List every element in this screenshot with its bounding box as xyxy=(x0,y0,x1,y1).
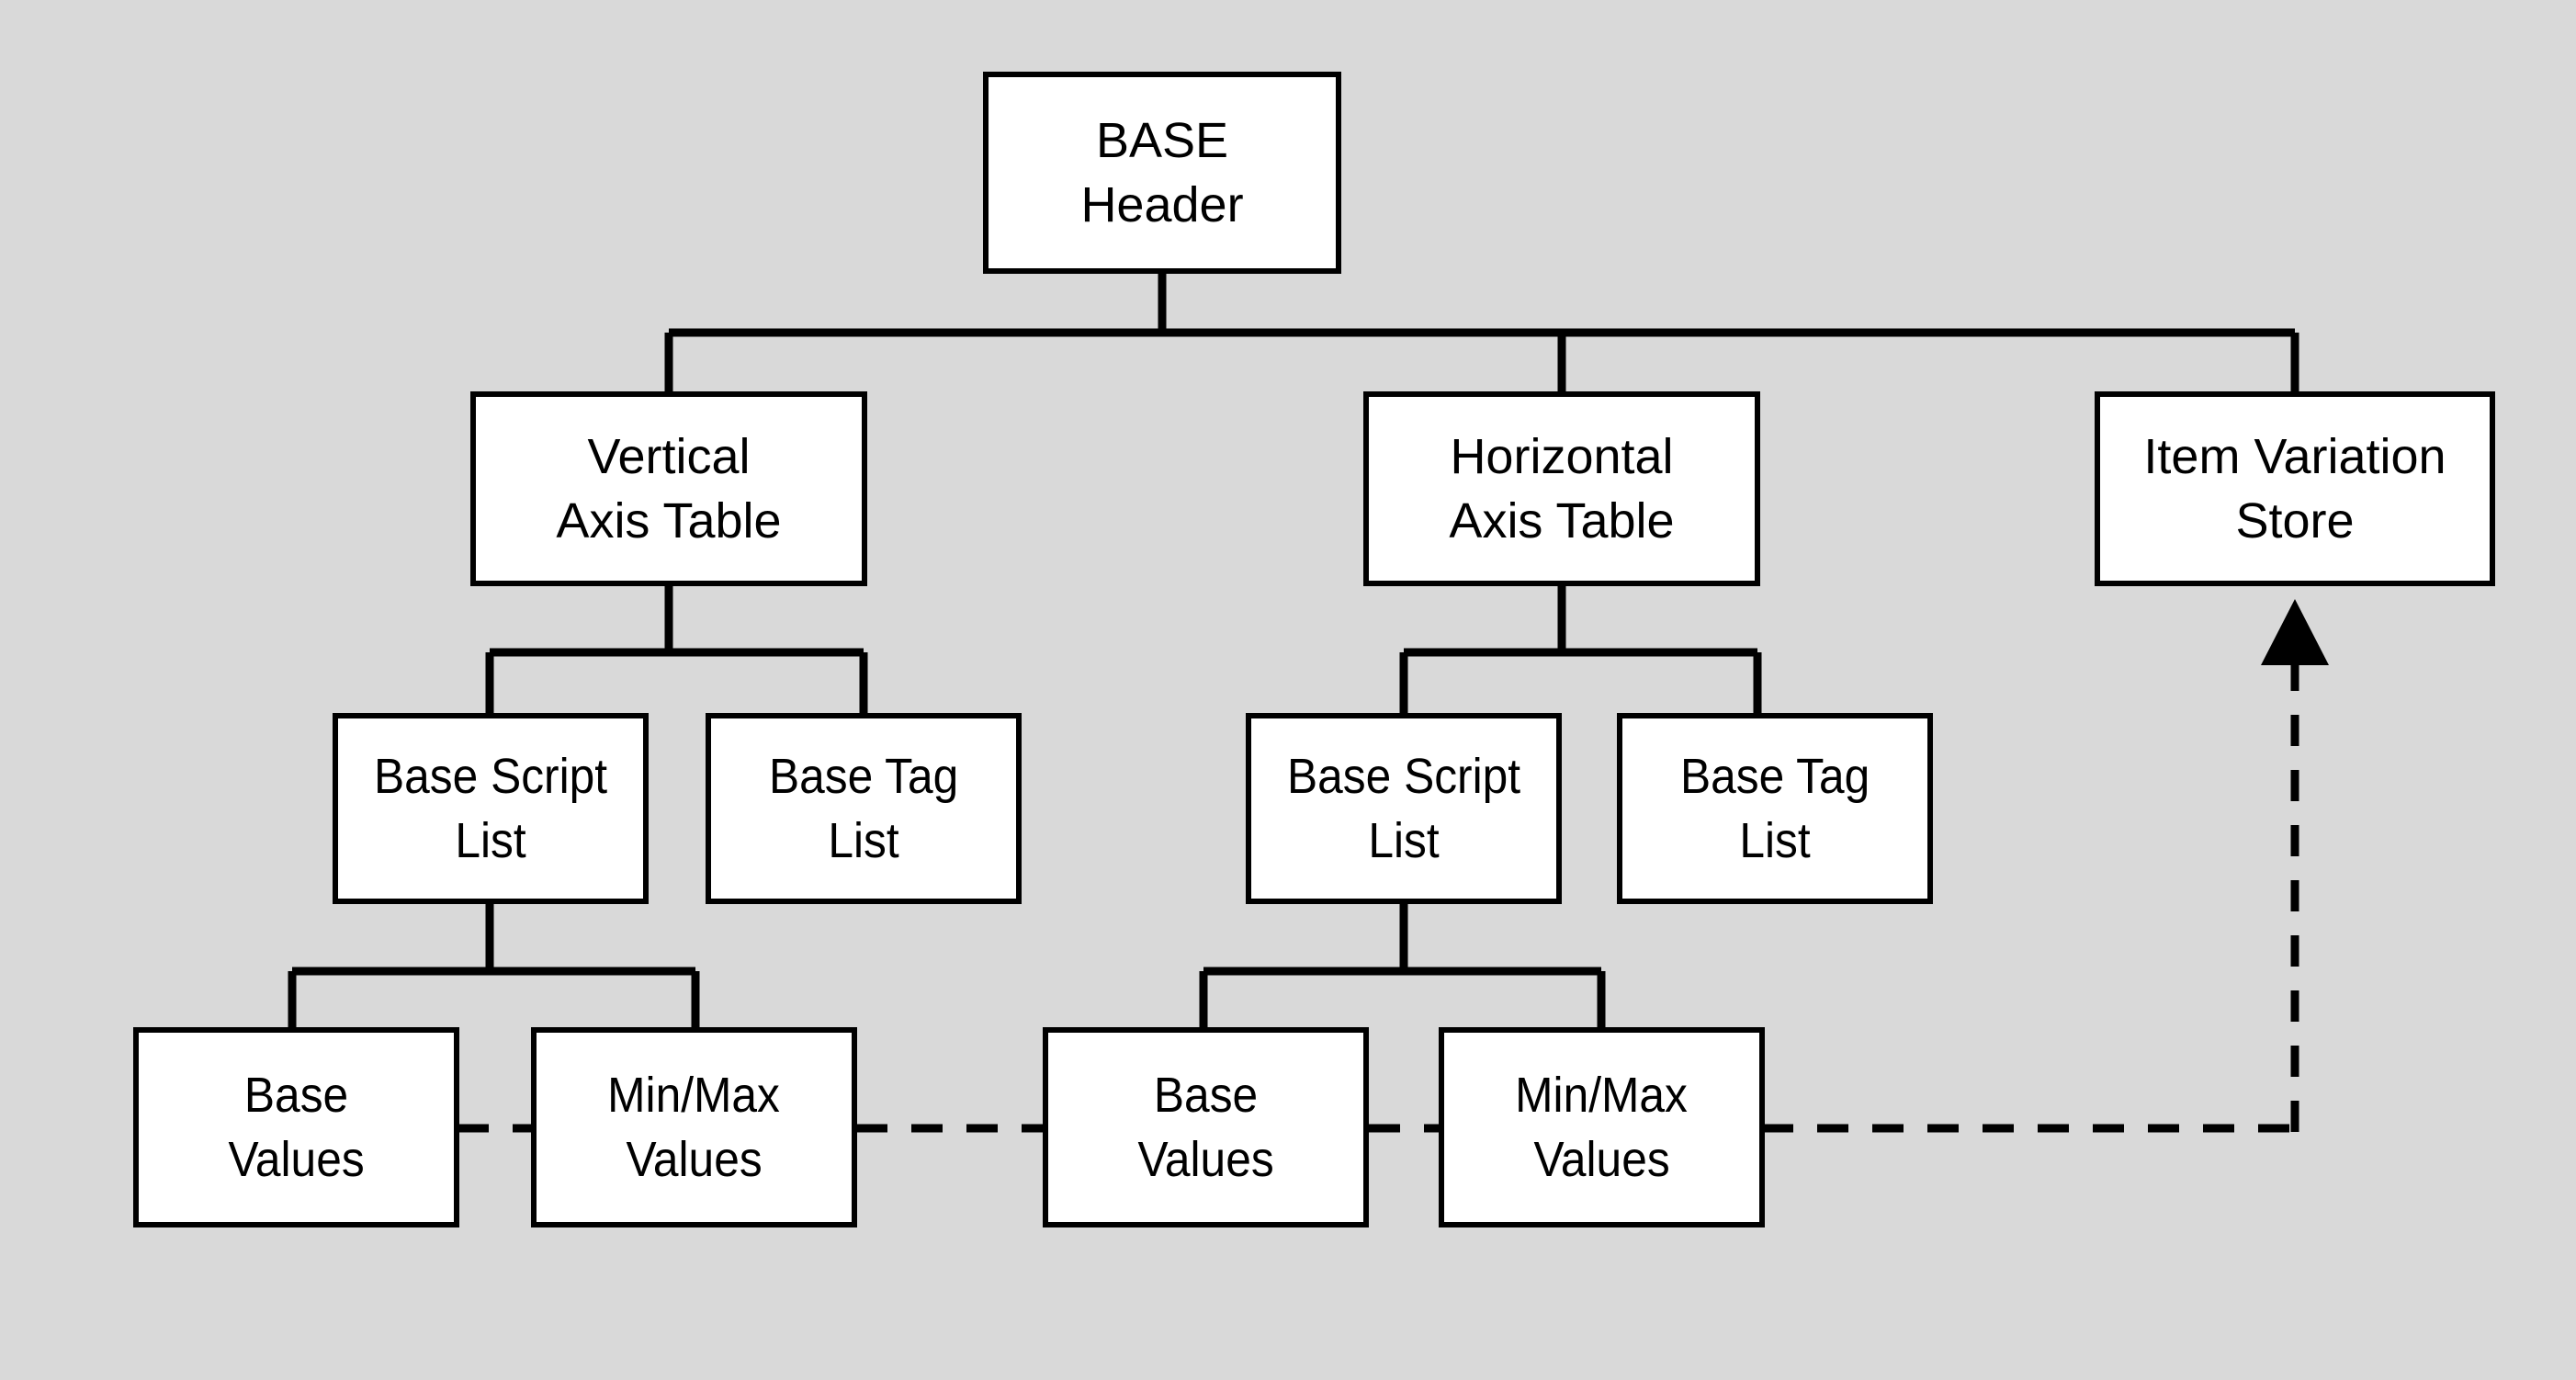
node-horizontal-base-script-list[interactable]: Base Script List xyxy=(1246,713,1562,904)
node-item-variation-store-line2: Store xyxy=(2235,493,2355,549)
node-horizontal-base-tag-list-line1: Base Tag xyxy=(1679,748,1870,804)
node-vertical-minmax-values-line1: Min/Max xyxy=(607,1067,781,1123)
node-horizontal-axis-table-line2: Axis Table xyxy=(1449,493,1675,549)
node-horizontal-base-script-list-line1: Base Script xyxy=(1286,748,1521,804)
node-horizontal-minmax-values[interactable]: Min/Max Values xyxy=(1439,1027,1765,1227)
node-vertical-minmax-values-line2: Values xyxy=(626,1132,763,1187)
node-vertical-minmax-values[interactable]: Min/Max Values xyxy=(531,1027,857,1227)
node-vertical-base-values-line2: Values xyxy=(228,1132,365,1187)
node-base-header[interactable]: BASE Header xyxy=(983,72,1341,274)
node-vertical-base-script-list-line1: Base Script xyxy=(373,748,608,804)
node-horizontal-minmax-values-line1: Min/Max xyxy=(1515,1067,1689,1123)
edge-h-script-to-values xyxy=(1199,902,1606,1027)
node-base-header-line2: Header xyxy=(1080,177,1244,232)
node-vertical-axis-table-line1: Vertical xyxy=(587,428,751,484)
node-horizontal-base-values-line1: Base xyxy=(1153,1067,1259,1123)
node-horizontal-minmax-values-line2: Values xyxy=(1533,1132,1670,1187)
node-vertical-base-tag-list-line2: List xyxy=(828,813,899,868)
node-horizontal-base-script-list-line2: List xyxy=(1368,813,1440,868)
edge-vertical-axis-to-lists xyxy=(485,584,868,715)
node-horizontal-base-tag-list-line2: List xyxy=(1739,813,1811,868)
node-item-variation-store[interactable]: Item Variation Store xyxy=(2095,391,2495,586)
node-vertical-axis-table[interactable]: Vertical Axis Table xyxy=(470,391,867,586)
node-vertical-base-tag-list[interactable]: Base Tag List xyxy=(706,713,1022,904)
edge-horizontal-axis-to-lists xyxy=(1399,584,1762,715)
node-horizontal-base-values[interactable]: Base Values xyxy=(1043,1027,1369,1227)
node-vertical-base-values-line1: Base xyxy=(243,1067,349,1123)
node-horizontal-base-tag-list[interactable]: Base Tag List xyxy=(1617,713,1933,904)
node-horizontal-base-values-line2: Values xyxy=(1137,1132,1274,1187)
node-vertical-base-script-list-line2: List xyxy=(455,813,526,868)
edge-v-script-to-values xyxy=(288,902,700,1027)
node-vertical-axis-table-line2: Axis Table xyxy=(556,493,782,549)
node-vertical-base-values[interactable]: Base Values xyxy=(133,1027,459,1227)
edge-header-to-children xyxy=(664,274,2299,393)
node-item-variation-store-line1: Item Variation xyxy=(2143,428,2446,484)
arrowhead-icon xyxy=(2261,599,2329,665)
node-base-header-line1: BASE xyxy=(1095,112,1229,168)
node-horizontal-axis-table-line1: Horizontal xyxy=(1450,428,1674,484)
node-vertical-base-script-list[interactable]: Base Script List xyxy=(333,713,649,904)
node-vertical-base-tag-list-line1: Base Tag xyxy=(768,748,959,804)
node-horizontal-axis-table[interactable]: Horizontal Axis Table xyxy=(1363,391,1760,586)
